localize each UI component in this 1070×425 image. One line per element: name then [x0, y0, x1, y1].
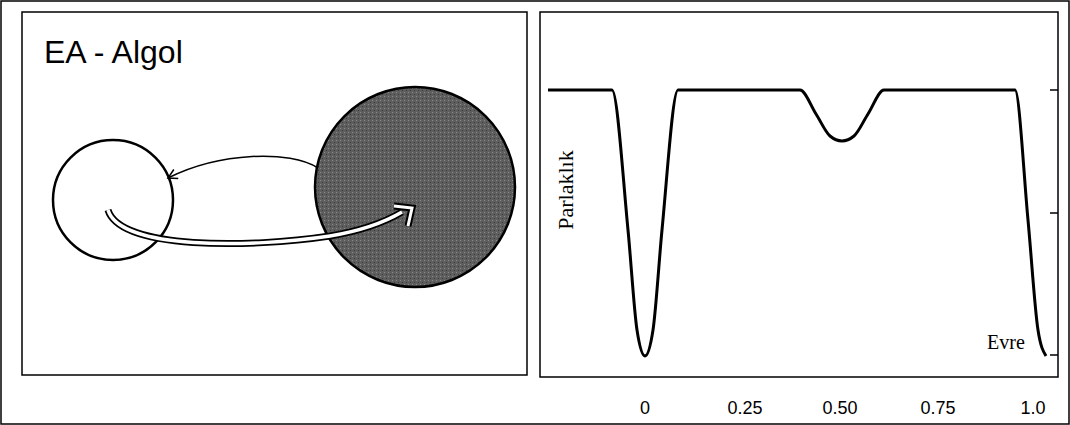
- tick-label: 0.50: [822, 399, 857, 417]
- large-star: [315, 87, 515, 287]
- axis-tick: [1050, 212, 1058, 214]
- axis-tick: [1050, 354, 1058, 356]
- orbit-arrow-body: [108, 210, 402, 244]
- axis-tick: [1050, 89, 1058, 91]
- right-panel: [540, 12, 1058, 377]
- axis-title: Parlaklık: [555, 150, 577, 229]
- tick-label: 0: [640, 399, 650, 417]
- tick-label: 1.0: [1020, 399, 1045, 417]
- tick-label: 0.75: [920, 399, 955, 417]
- orbit-arrow-head-outline: [394, 206, 412, 226]
- axis-title: Evre: [987, 332, 1025, 352]
- left-panel: [22, 12, 527, 375]
- small-star: [53, 140, 173, 260]
- orbit-arrow-head: [394, 206, 412, 226]
- light-curve: [548, 90, 1046, 356]
- orbit-arrow-outline: [108, 210, 402, 244]
- panel-title: EA - Algol: [44, 36, 183, 68]
- tick-label: 0.25: [727, 399, 762, 417]
- orbit-arrow: [168, 156, 318, 178]
